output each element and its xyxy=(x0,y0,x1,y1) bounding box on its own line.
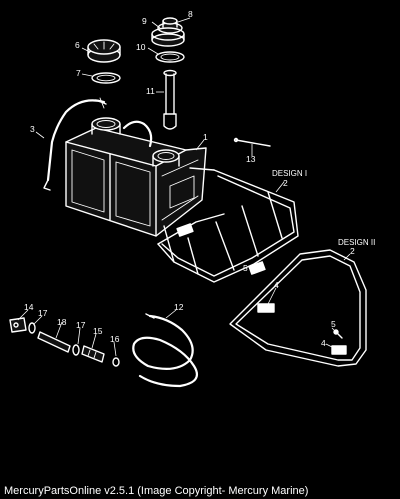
hose-fitting-right[interactable] xyxy=(81,345,105,363)
callout-17-right: 17 xyxy=(76,320,86,330)
design-i-label: DESIGN I xyxy=(272,169,307,178)
callout-15: 15 xyxy=(93,326,103,336)
gauge-gasket[interactable] xyxy=(155,51,185,63)
callout-18: 18 xyxy=(57,317,67,327)
callout-10: 10 xyxy=(136,42,146,52)
hose-clamp-right[interactable] xyxy=(72,344,80,356)
leader-lines xyxy=(17,17,351,357)
callout-13: 13 xyxy=(246,154,256,164)
copyright-footer: MercuryPartsOnline v2.5.1 (Image Copyrig… xyxy=(4,485,309,497)
retaining-wire[interactable] xyxy=(233,137,271,147)
callout-4-design-ii: 4 xyxy=(274,280,279,290)
callout-5-design-i: 5 xyxy=(243,263,248,273)
fuel-gauge-ring[interactable] xyxy=(151,27,185,47)
callout-2-design-ii: 2 xyxy=(350,246,355,256)
callout-9: 9 xyxy=(142,16,147,26)
hose-clamp-left[interactable] xyxy=(28,322,36,334)
fuel-gauge-cap[interactable] xyxy=(157,17,183,34)
hose-fitting-left[interactable] xyxy=(9,317,27,333)
callout-16: 16 xyxy=(110,334,120,344)
bracket-design-i[interactable] xyxy=(157,167,299,283)
o-ring[interactable] xyxy=(112,357,120,367)
callout-8: 8 xyxy=(188,9,193,19)
fuel-line-assembly[interactable] xyxy=(132,313,198,388)
fuel-line-hose[interactable] xyxy=(43,97,107,191)
fuel-gauge-assembly[interactable] xyxy=(163,69,177,130)
cap-gasket[interactable] xyxy=(91,72,121,84)
fuel-tank[interactable] xyxy=(65,117,207,237)
parts-diagram: 1 2 2 3 5 4 5 4 6 7 8 9 10 11 12 13 14 1… xyxy=(9,9,375,388)
bracket-design-ii[interactable] xyxy=(229,249,367,367)
callout-1: 1 xyxy=(203,132,208,142)
callout-4-clip: 4 xyxy=(321,338,326,348)
design-ii-label: DESIGN II xyxy=(338,238,375,247)
callout-14: 14 xyxy=(24,302,34,312)
callout-11: 11 xyxy=(146,86,155,96)
callout-2-design-i: 2 xyxy=(283,178,288,188)
hose-section[interactable] xyxy=(37,331,71,353)
callout-6: 6 xyxy=(75,40,80,50)
callout-12: 12 xyxy=(174,302,184,312)
callout-7: 7 xyxy=(76,68,81,78)
fuel-cap[interactable] xyxy=(87,39,121,63)
callout-3: 3 xyxy=(30,124,35,134)
callout-5-design-ii: 5 xyxy=(331,319,336,329)
callout-17-left: 17 xyxy=(38,308,48,318)
